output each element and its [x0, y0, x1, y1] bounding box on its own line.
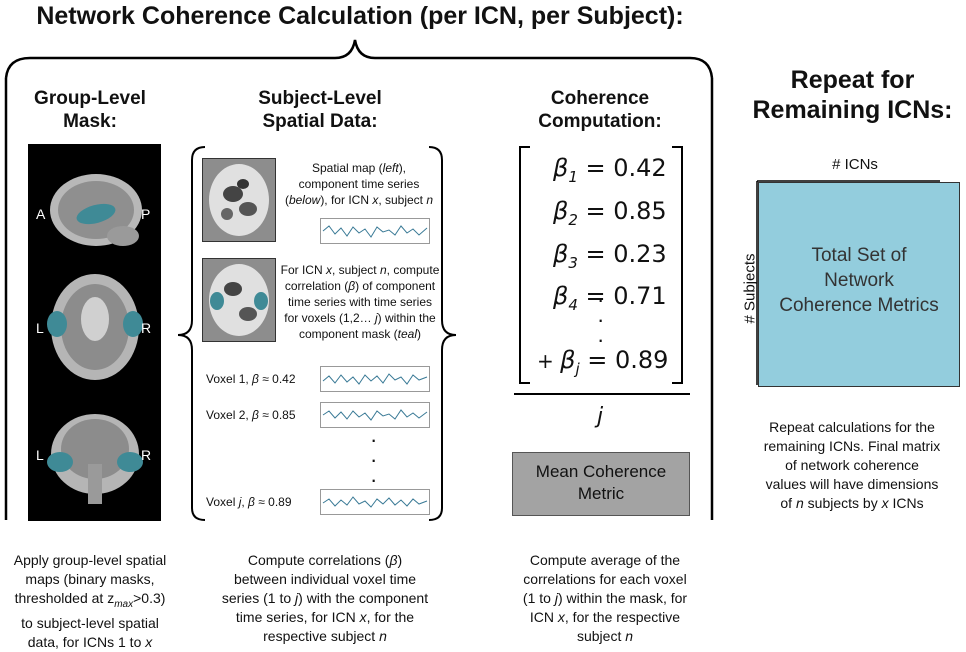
beta-ellipsis: ···	[597, 287, 605, 352]
voxel-1-time-series	[320, 366, 430, 392]
coherence-title: Coherence Computation:	[520, 87, 680, 133]
matrix-x-label: # ICNs	[832, 156, 878, 173]
coronal-mask-left	[47, 452, 73, 472]
label-right-coronal: R	[141, 447, 152, 463]
denominator-j: j	[596, 404, 604, 429]
beta-1: β1 = 0.42	[553, 154, 667, 186]
mask-title-line2: Mask:	[63, 111, 117, 132]
beta-3: β3 = 0.23	[553, 239, 667, 272]
mask-title: Group-Level Mask:	[10, 87, 170, 133]
coherence-bracket-left	[519, 146, 530, 384]
label-posterior: P	[141, 206, 151, 222]
sagittal-mask	[76, 203, 116, 225]
mean-coherence-box: Mean Coherence Metric	[512, 452, 690, 516]
voxel-2-label: Voxel 2, β ≈ 0.85	[206, 408, 296, 422]
spatial-title-line1: Subject-Level	[258, 88, 382, 109]
mask-title-line1: Group-Level	[34, 88, 146, 109]
voxel-ellipsis: ···	[370, 427, 378, 492]
repeat-caption: Repeat calculations for the remaining IC…	[763, 419, 941, 511]
voxel-2-time-series	[320, 402, 430, 428]
brain-panel: A P L R L R	[28, 144, 161, 521]
axial-mask-left	[47, 311, 67, 337]
beta-4: β4 = 0.71	[553, 282, 667, 315]
main-title: Network Coherence Calculation (per ICN, …	[36, 2, 684, 30]
axial-mask-right	[123, 311, 143, 337]
component-time-series	[320, 218, 430, 244]
spatial-desc-1: Spatial map (left), component time serie…	[284, 161, 434, 207]
coherence-title-line1: Coherence	[550, 88, 650, 109]
label-right-axial: R	[141, 320, 152, 336]
masked-spatial-map-thumbnail	[202, 258, 276, 342]
coherence-bracket-right	[672, 146, 683, 384]
voxel-j-time-series	[320, 489, 430, 515]
coherence-title-line2: Computation:	[538, 111, 662, 132]
beta-2: β2 = 0.85	[553, 196, 667, 229]
spatial-bracket-left	[177, 146, 206, 521]
beta-j: + βj = 0.89	[537, 346, 669, 378]
coronal-mask-right	[117, 452, 143, 472]
voxel-1-label: Voxel 1, β ≈ 0.42	[206, 372, 296, 386]
spatial-title: Subject-Level Spatial Data:	[235, 87, 405, 133]
repeat-title-line2: Remaining ICNs:	[752, 96, 953, 124]
label-anterior: A	[36, 206, 46, 222]
beta-list: β1 = 0.42 β2 = 0.85 β3 = 0.23 β4 = 0.71	[553, 151, 667, 322]
top-brace	[4, 39, 714, 79]
repeat-title-line1: Repeat for	[790, 66, 915, 94]
voxel-j-label: Voxel j, β ≈ 0.89	[206, 495, 292, 509]
label-left-coronal: L	[36, 447, 44, 463]
spatial-caption: Compute correlations (β) between individ…	[221, 552, 429, 644]
total-metrics-matrix: Total Set of Network Coherence Metrics	[758, 182, 960, 387]
label-left-axial: L	[36, 320, 44, 336]
coherence-caption: Compute average of the correlations for …	[522, 552, 688, 644]
matrix-y-label: # Subjects	[741, 253, 759, 324]
spatial-desc-2: For ICN x, subject n, compute correlatio…	[280, 263, 440, 341]
mask-caption: Apply group-level spatial maps (binary m…	[13, 552, 167, 650]
spatial-title-line2: Spatial Data:	[262, 111, 378, 132]
spatial-bracket-right	[428, 146, 457, 521]
spatial-map-thumbnail	[202, 158, 276, 242]
brain-images	[47, 174, 143, 504]
repeat-title: Repeat for Remaining ICNs:	[745, 65, 960, 125]
